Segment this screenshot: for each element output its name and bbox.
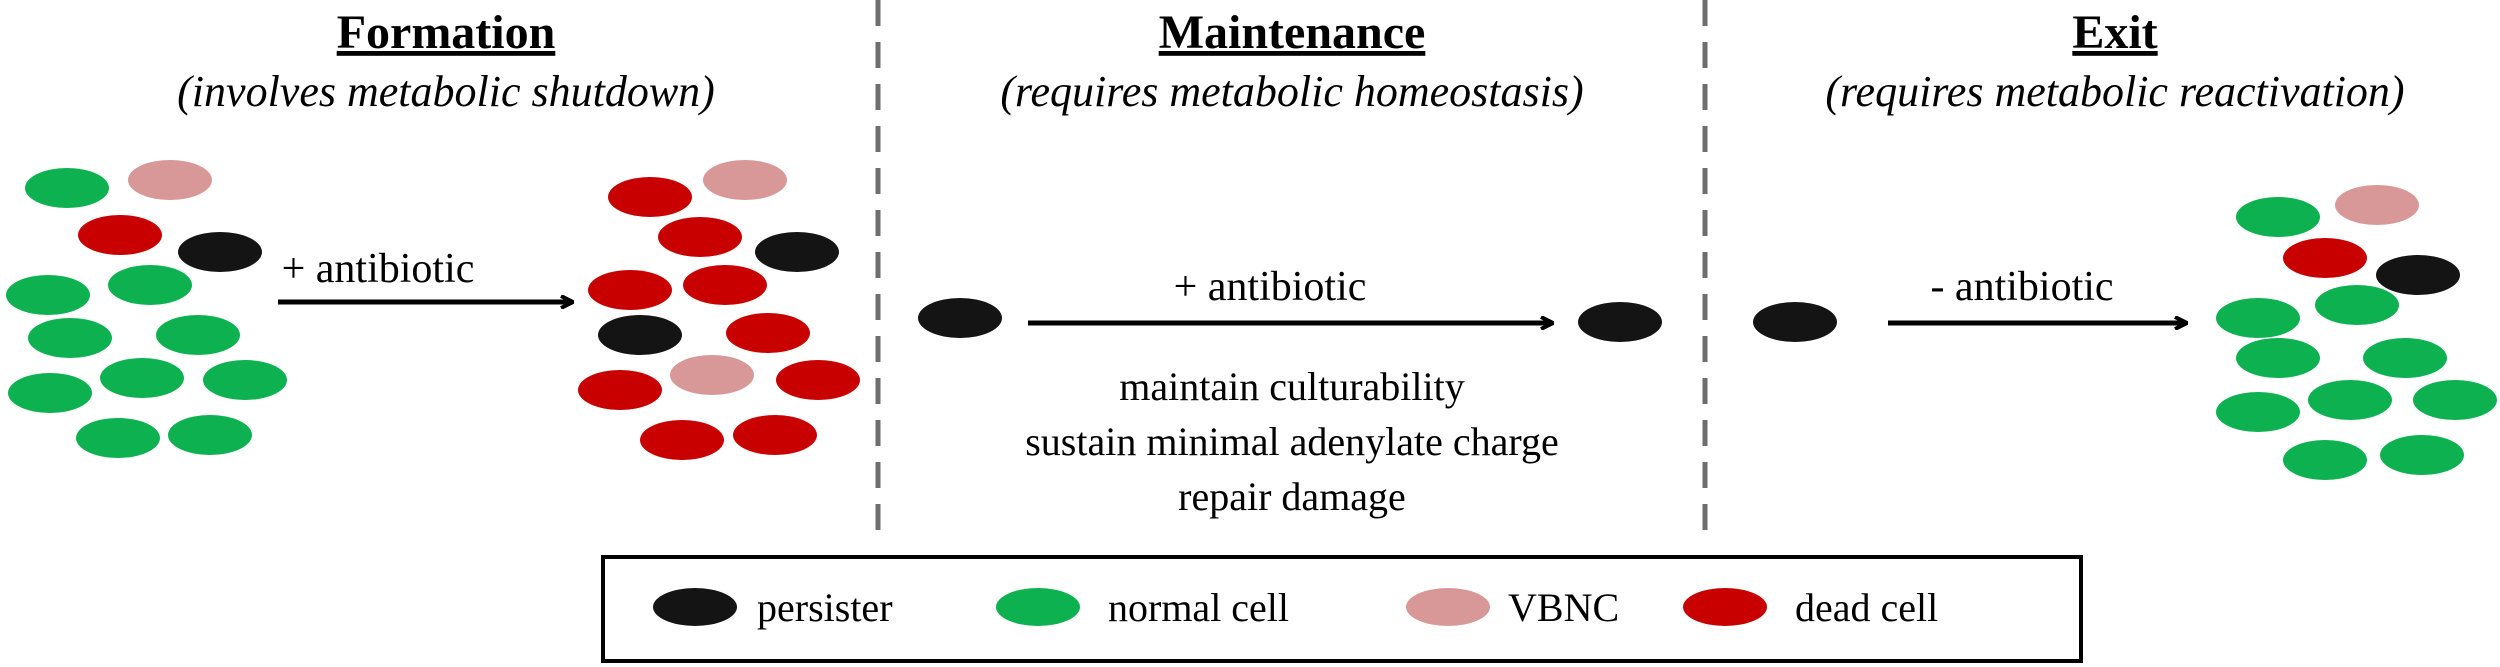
dead-cell (2283, 238, 2367, 278)
normal-cell (2380, 435, 2464, 475)
normal-cell (2216, 392, 2300, 432)
persister-cell (2376, 255, 2460, 295)
legend-dead-cell-swatch (1683, 588, 1767, 626)
dead-cell (640, 420, 724, 460)
persister-cell (755, 232, 839, 272)
stage-title-exit: Exit (2072, 6, 2157, 59)
dead-cell (608, 177, 692, 217)
maintenance-note-repair-damage: repair damage (1178, 474, 1406, 519)
legend-normal-cell-label: normal cell (1108, 585, 1289, 630)
post-antibiotic-cell-cluster (578, 160, 860, 460)
normal-cell (76, 418, 160, 458)
persister-cell (1578, 302, 1662, 342)
legend-vbnc-swatch (1406, 588, 1490, 626)
legend-normal-cell-swatch (996, 588, 1080, 626)
vbnc-cell (2335, 185, 2419, 225)
formation-arrow-label: + antibiotic (282, 246, 475, 292)
normal-cell (156, 315, 240, 355)
normal-cell (2283, 440, 2367, 480)
dead-cell (776, 360, 860, 400)
normal-cell (6, 275, 90, 315)
normal-cell (2236, 197, 2320, 237)
dead-cell (733, 415, 817, 455)
persister-cell (178, 232, 262, 272)
persister-cell (1753, 302, 1837, 342)
maintenance-note-culturability: maintain culturability (1119, 364, 1464, 409)
dead-cell (578, 370, 662, 410)
legend-box (601, 555, 2083, 663)
stage-title-formation: Formation (337, 6, 556, 59)
persister-cell (918, 298, 1002, 338)
legend: persister normal cell VBNC dead cell (601, 555, 2083, 663)
dead-cell (588, 270, 672, 310)
normal-cell (8, 373, 92, 413)
maintenance-arrow-label: + antibiotic (1174, 264, 1367, 310)
vbnc-cell (128, 160, 212, 200)
initial-cell-cluster (6, 160, 287, 458)
normal-cell (2308, 380, 2392, 420)
legend-dead-cell-label: dead cell (1795, 585, 1938, 630)
normal-cell (25, 168, 109, 208)
normal-cell (100, 358, 184, 398)
vbnc-cell (670, 355, 754, 395)
normal-cell (2216, 298, 2300, 338)
exit-arrow-label: - antibiotic (1930, 264, 2113, 310)
normal-cell (28, 318, 112, 358)
maintenance-note-adenylate-charge: sustain minimal adenylate charge (1025, 419, 1559, 464)
dead-cell (78, 215, 162, 255)
normal-cell (2236, 338, 2320, 378)
normal-cell (203, 360, 287, 400)
legend-vbnc-label: VBNC (1508, 585, 1619, 630)
stage-title-maintenance: Maintenance (1159, 6, 1426, 59)
normal-cell (2363, 338, 2447, 378)
stage-subtitle-formation: (involves metabolic shutdown) (177, 67, 715, 116)
maintenance-persisters (918, 298, 1662, 342)
normal-cell (168, 415, 252, 455)
normal-cell (108, 265, 192, 305)
stage-subtitle-exit: (requires metabolic reactivation) (1825, 67, 2404, 116)
dead-cell (658, 217, 742, 257)
vbnc-cell (703, 160, 787, 200)
legend-persister-swatch (653, 588, 737, 626)
persister-cell (598, 315, 682, 355)
normal-cell (2315, 285, 2399, 325)
dead-cell (726, 313, 810, 353)
stage-subtitle-maintenance: (requires metabolic homeostasis) (1000, 67, 1583, 116)
dead-cell (683, 265, 767, 305)
exit-cell-cluster (1753, 185, 2497, 480)
normal-cell (2413, 380, 2497, 420)
legend-persister-label: persister (757, 585, 893, 630)
